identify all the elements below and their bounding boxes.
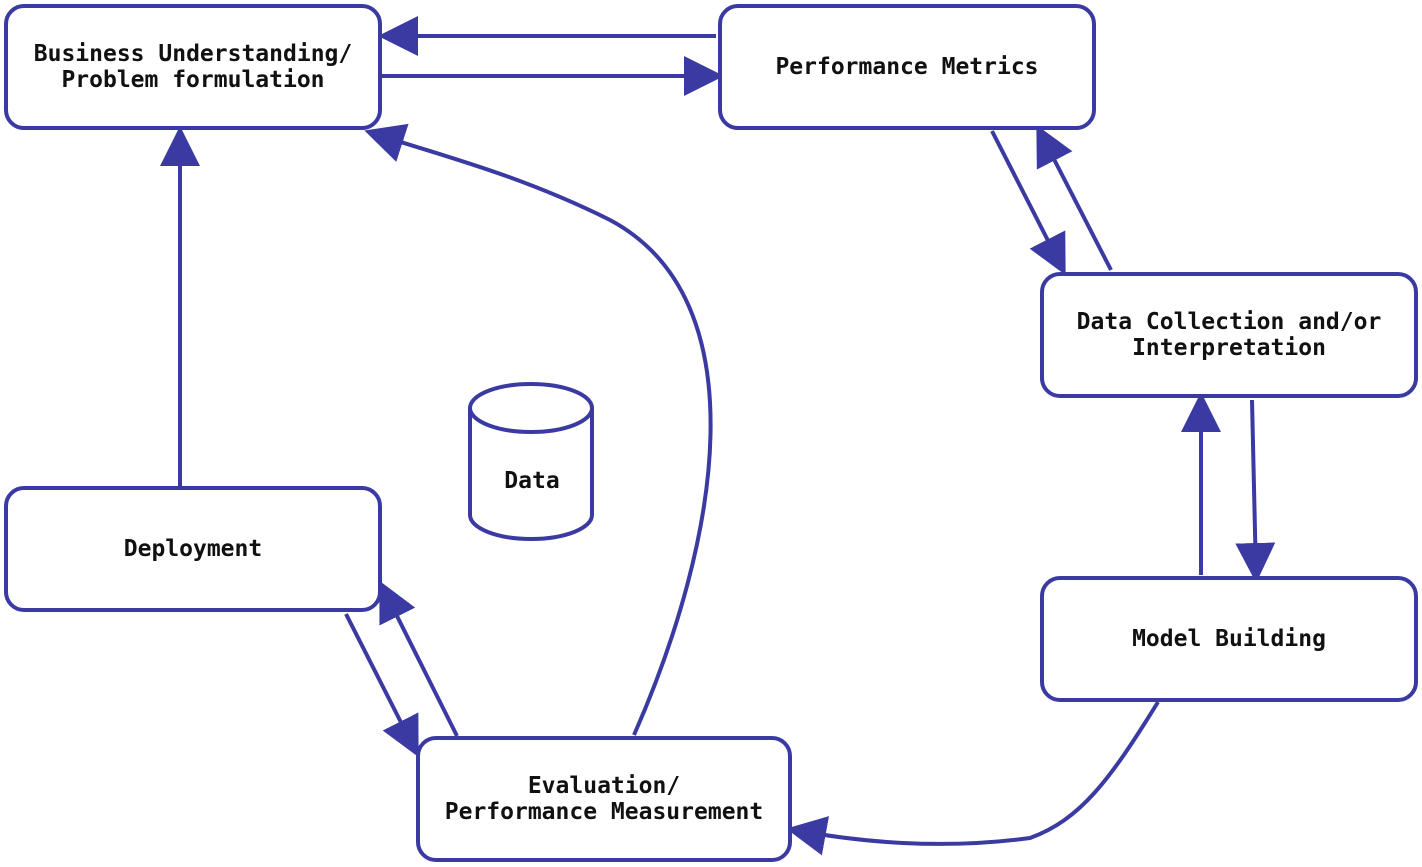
deployment-label: Deployment (123, 536, 263, 562)
deployment-node: Deployment (4, 486, 382, 612)
evaluation-line1: Evaluation/ (527, 773, 681, 799)
evaluation-line2: Performance Measurement (444, 799, 764, 825)
arrow-data-collection-to-metrics (1036, 124, 1113, 271)
arrow-evaluation-to-deployment (379, 580, 459, 737)
arrow-metrics-to-data-collection (990, 130, 1066, 276)
database-label: Data (504, 468, 560, 494)
model-building-label: Model Building (1132, 626, 1326, 652)
data-collection-line1: Data Collection and/or (1076, 309, 1382, 335)
business-understanding-line1: Business Understanding/ (33, 41, 353, 67)
evaluation-node: Evaluation/ Performance Measurement (416, 736, 792, 862)
model-building-node: Model Building (1040, 576, 1418, 702)
database-icon (468, 382, 594, 541)
performance-metrics-label: Performance Metrics (775, 54, 1039, 80)
data-collection-node: Data Collection and/or Interpretation (1040, 272, 1418, 398)
arrow-evaluation-to-business (364, 123, 713, 736)
performance-metrics-node: Performance Metrics (718, 4, 1096, 130)
arrow-deployment-to-evaluation (344, 613, 419, 758)
data-collection-line2: Interpretation (1132, 335, 1326, 361)
arrow-model-to-evaluation (786, 700, 1160, 856)
arrow-data-collection-to-model (1235, 399, 1276, 583)
business-understanding-node: Business Understanding/ Problem formulat… (4, 4, 382, 130)
business-understanding-line2: Problem formulation (61, 67, 325, 93)
